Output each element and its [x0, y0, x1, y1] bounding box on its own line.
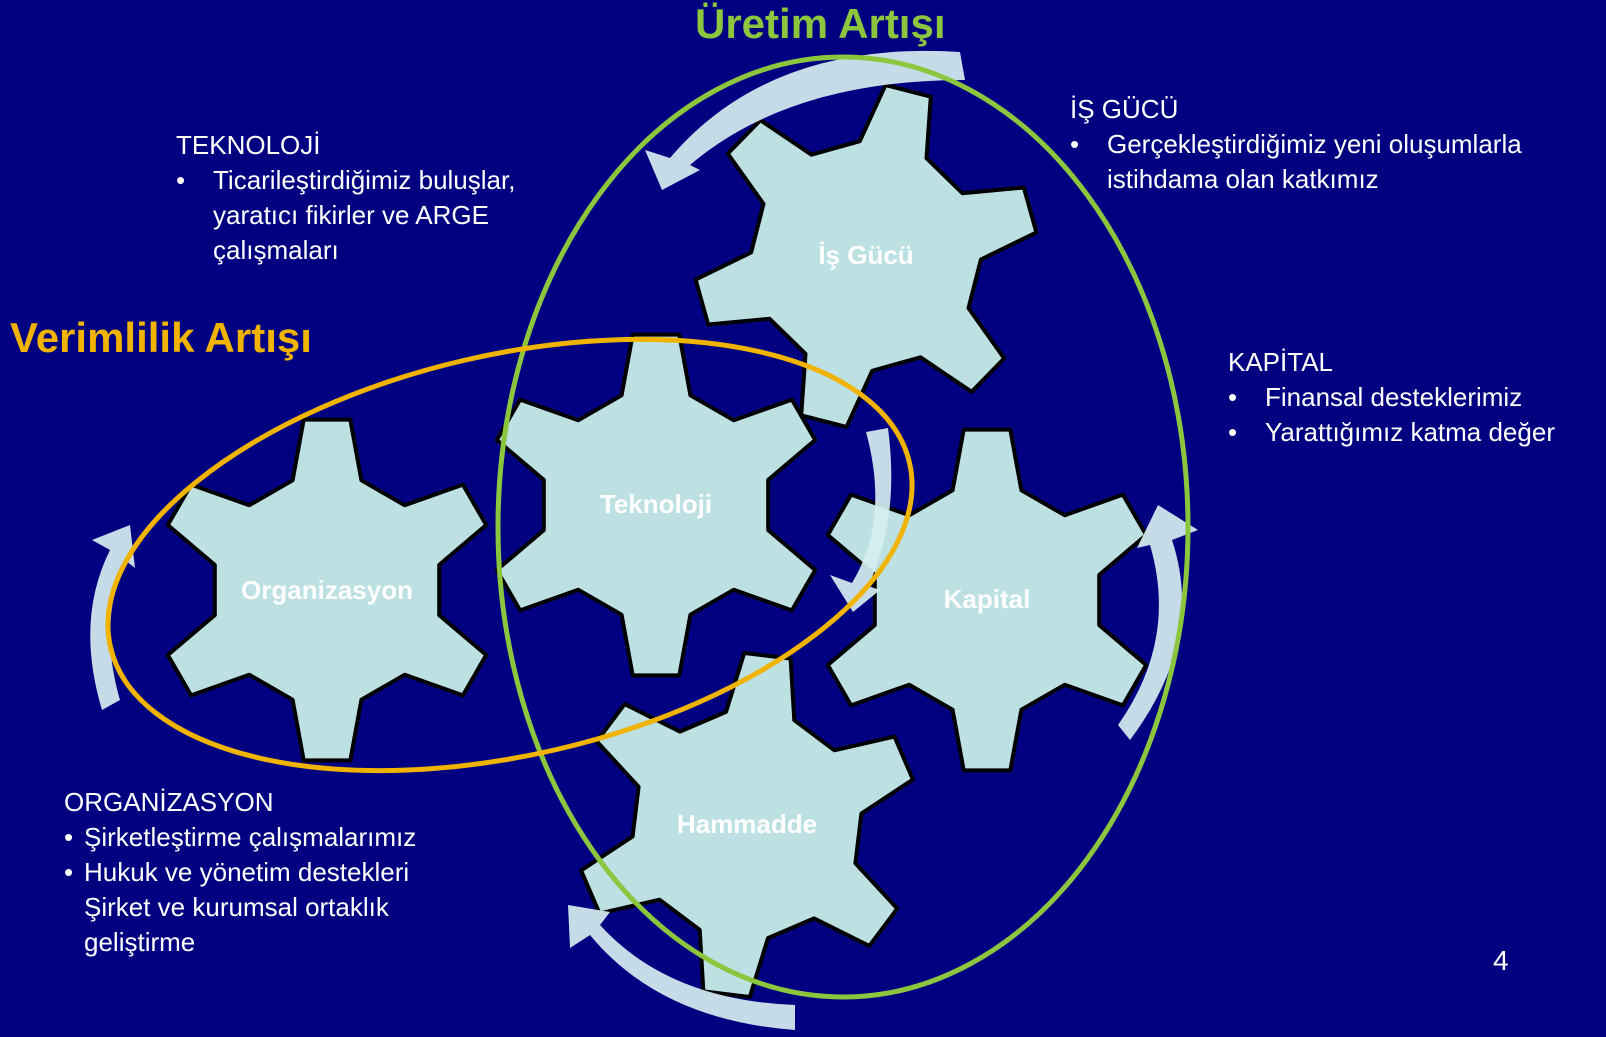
organizasyon-heading: ORGANİZASYON	[64, 787, 274, 817]
arrow-left	[90, 525, 135, 710]
gear-label-organizasyon: Organizasyon	[241, 575, 413, 605]
is-gucu-block: İŞ GÜCÜ Gerçekleştirdiğimiz yeni oluşuml…	[1070, 92, 1590, 197]
gear-label-is-gucu: İş Gücü	[818, 240, 913, 270]
verimlilik-ellipse	[105, 336, 915, 774]
kapital-heading: KAPİTAL	[1228, 347, 1334, 377]
teknoloji-heading: TEKNOLOJİ	[176, 130, 321, 160]
teknoloji-bullets: Ticarileştirdiğimiz buluşlar, yaratıcı f…	[176, 163, 576, 268]
arrow-center	[830, 428, 892, 612]
organizasyon-continuation: Şirket ve kurumsal ortaklık	[84, 892, 389, 922]
is-gucu-bullet: Gerçekleştirdiğimiz yeni oluşumlarla ist…	[1070, 127, 1590, 197]
teknoloji-block: TEKNOLOJİ Ticarileştirdiğimiz buluşlar, …	[176, 128, 576, 268]
kapital-block: KAPİTAL Finansal desteklerimiz Yarattığı…	[1228, 345, 1603, 450]
organizasyon-block: ORGANİZASYON Şirketleştirme çalışmalarım…	[64, 785, 494, 960]
arrow-right	[1118, 505, 1198, 740]
is-gucu-bullets: Gerçekleştirdiğimiz yeni oluşumlarla ist…	[1070, 127, 1590, 197]
uretim-ellipse	[495, 54, 1191, 1000]
arrow-top	[645, 50, 965, 191]
arrow-bottom	[568, 905, 795, 1030]
teknoloji-bullet: Ticarileştirdiğimiz buluşlar, yaratıcı f…	[176, 163, 576, 268]
gear-label-kapital: Kapital	[944, 584, 1031, 614]
gear-label-hammadde: Hammadde	[677, 809, 817, 839]
gear-teknoloji	[494, 332, 818, 678]
gear-organizasyon	[165, 417, 489, 763]
uretim-title: Üretim Artışı	[695, 0, 946, 47]
organizasyon-bullets: Şirketleştirme çalışmalarımız Hukuk ve y…	[64, 820, 494, 890]
organizasyon-continuation: geliştirme	[84, 927, 196, 957]
verimlilik-title: Verimlilik Artışı	[10, 314, 312, 361]
kapital-bullet: Yarattığımız katma değer	[1228, 415, 1603, 450]
page-number: 4	[1493, 945, 1509, 976]
gear-is-gucu	[693, 83, 1039, 429]
kapital-bullet: Finansal desteklerimiz	[1228, 380, 1603, 415]
organizasyon-bullet: Şirketleştirme çalışmalarımız	[64, 820, 494, 855]
gear-hammadde	[579, 651, 915, 999]
is-gucu-heading: İŞ GÜCÜ	[1070, 94, 1179, 124]
gear-group	[165, 83, 1149, 999]
organizasyon-bullet: Hukuk ve yönetim destekleri	[64, 855, 494, 890]
gear-label-teknoloji: Teknoloji	[600, 489, 712, 519]
arrow-group	[90, 50, 1198, 1030]
kapital-bullets: Finansal desteklerimiz Yarattığımız katm…	[1228, 380, 1603, 450]
